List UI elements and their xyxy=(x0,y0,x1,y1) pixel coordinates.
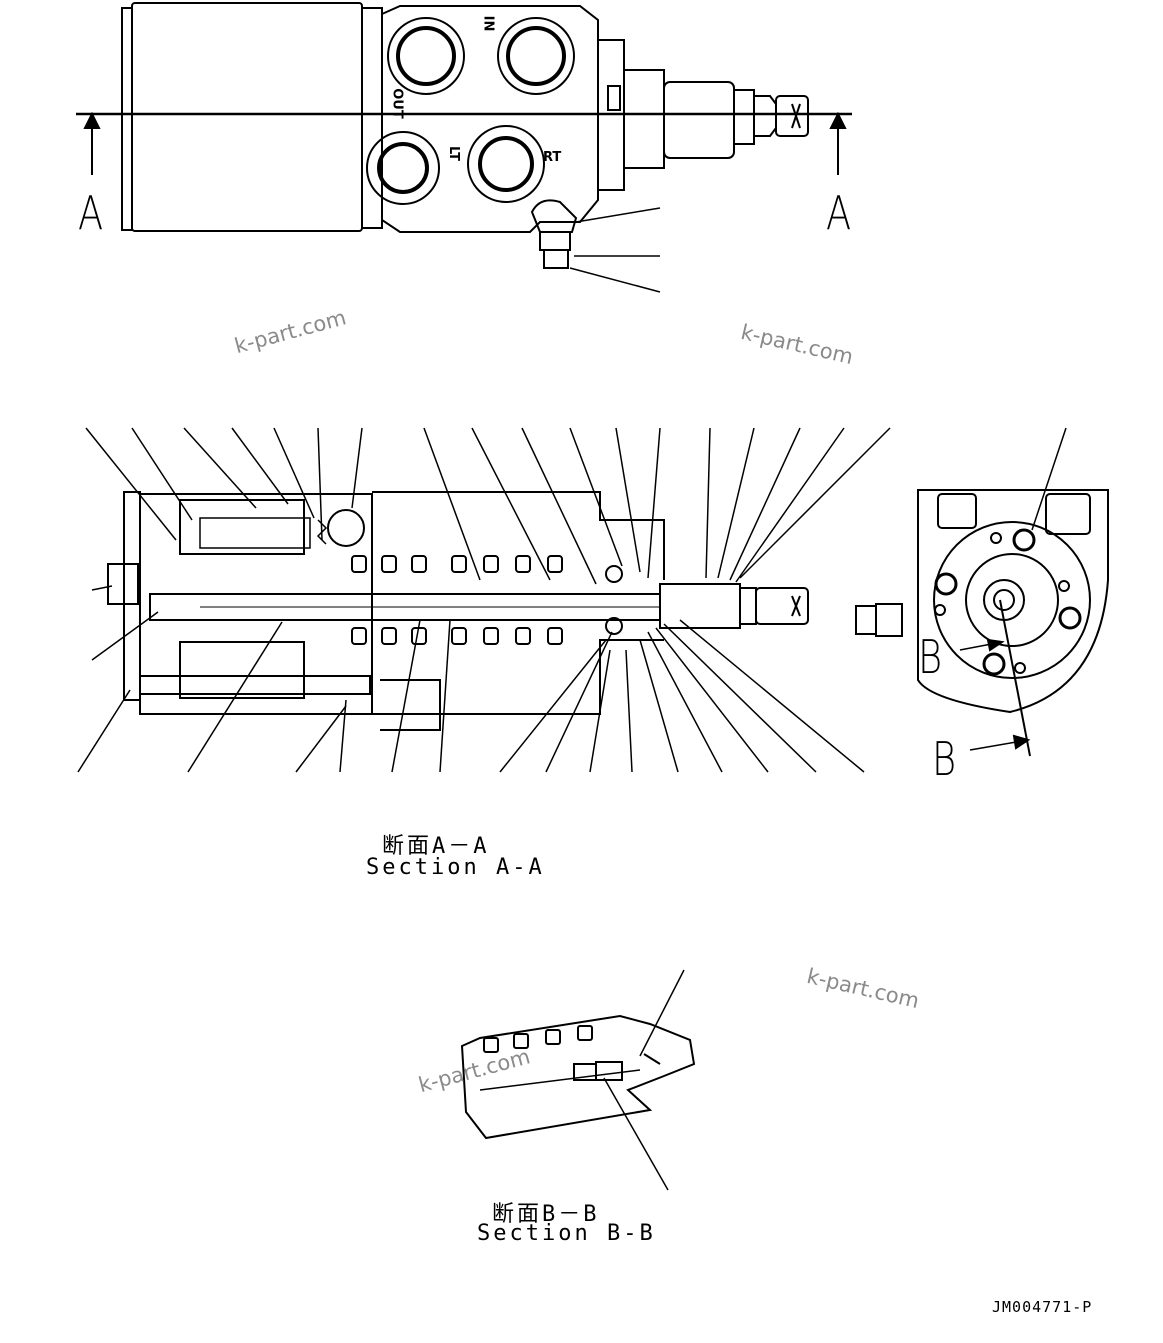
end-view xyxy=(855,427,1109,757)
port-label-out: OUT xyxy=(389,88,405,119)
view-label-b-top: B xyxy=(918,630,943,684)
section-aa-caption-jp: 断面A－A xyxy=(382,834,490,859)
view-label-a-right: A xyxy=(826,186,852,240)
port-label-rt: RT xyxy=(543,150,562,165)
section-bb-view xyxy=(460,969,696,1191)
section-bb-caption-jp: 断面B－B xyxy=(492,1202,600,1227)
view-label-a-left: A xyxy=(78,186,104,240)
section-bb-caption-en: Section B-B xyxy=(477,1221,656,1246)
section-aa-view xyxy=(77,427,891,773)
port-label-lt: LT xyxy=(446,146,461,161)
section-aa-caption-en: Section A-A xyxy=(366,855,545,880)
view-label-b-bottom: B xyxy=(932,732,957,786)
port-label-in: IN xyxy=(480,15,496,32)
document-id: JM004771-P xyxy=(992,1298,1093,1316)
top-exterior-view xyxy=(76,2,852,293)
